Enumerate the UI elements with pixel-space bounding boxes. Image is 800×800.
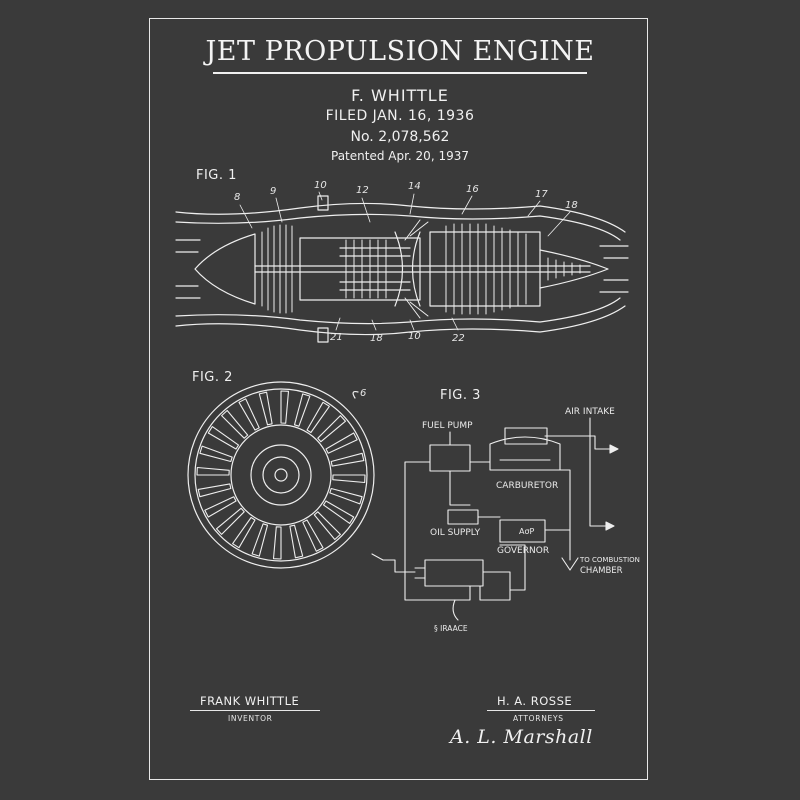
fig2-vane <box>272 526 282 560</box>
inventor-heading: F. WHITTLE <box>351 86 449 105</box>
fig1-callout: 18 <box>565 200 578 211</box>
fuel-pump-label: FUEL PUMP <box>422 421 473 431</box>
fig1-callout: 17 <box>535 189 548 200</box>
handwritten-signature: A. L. Marshall <box>450 726 593 748</box>
fig1-callout: 16 <box>466 184 479 195</box>
fig2-vane <box>280 390 290 424</box>
fig1-callout: 21 <box>330 332 343 343</box>
fig2-vane <box>329 487 363 505</box>
fig2-vane <box>317 415 347 443</box>
fig2-vane <box>258 391 273 426</box>
fig2-vane <box>232 516 256 549</box>
filed-date: FILED JAN. 16, 1936 <box>325 108 475 124</box>
chamber-label: CHAMBER <box>580 566 623 576</box>
fig1-callout: 14 <box>408 181 421 192</box>
fig1-engine-drawing <box>175 195 629 343</box>
fig2-vane <box>204 496 237 518</box>
fig2-callout: 6 <box>360 388 367 399</box>
fig2-vane <box>330 452 365 467</box>
governor-label: GOVERNOR <box>497 546 550 556</box>
fig2-vane <box>221 409 249 439</box>
fig1-leaders <box>239 191 571 331</box>
fig3-schematic <box>371 417 619 621</box>
fig1-blade-lines <box>261 219 581 319</box>
inventor-signature-line <box>190 710 320 711</box>
fig1-callout: 10 <box>314 180 327 191</box>
fig1-callout: 10 <box>408 331 421 342</box>
patented-date: Patented Apr. 20, 1937 <box>331 149 469 163</box>
fig2-vane <box>197 483 232 498</box>
fig2-vanes <box>196 390 366 560</box>
fig1-label: FIG. 1 <box>196 168 237 183</box>
fig2-vane <box>251 523 269 557</box>
fig2-vane <box>238 398 260 431</box>
fig2-vane <box>302 519 324 552</box>
fig2-vane <box>306 401 330 434</box>
fig1-callout: 22 <box>452 333 465 344</box>
patent-number: No. 2,078,562 <box>350 129 450 145</box>
fig2-vane <box>207 426 240 450</box>
to-combustion-label: TO COMBUSTION <box>580 556 640 564</box>
fig2-vane <box>325 432 358 454</box>
fig2-vane <box>215 507 245 535</box>
fig1-callout: 18 <box>370 333 383 344</box>
fig1-callout: 8 <box>234 192 241 203</box>
fig2-vane <box>289 524 304 559</box>
fig2-vane <box>199 445 233 463</box>
inventor-role: INVENTOR <box>228 714 273 723</box>
attorney-signature-name: H. A. ROSSE <box>497 694 573 708</box>
fig1-callout: 12 <box>356 185 369 196</box>
fig2-vane <box>293 393 311 427</box>
air-intake-label: AIR INTAKE <box>565 407 615 417</box>
fig2-compressor-drawing <box>187 381 375 569</box>
carburetor-label: CARBURETOR <box>496 481 559 491</box>
inventor-signature-name: FRANK WHITTLE <box>200 694 300 708</box>
fig2-vane <box>322 500 355 524</box>
fig3-label: FIG. 3 <box>440 388 481 403</box>
fig2-vane <box>196 466 230 476</box>
title-underline <box>213 72 587 74</box>
fig2-label: FIG. 2 <box>192 370 233 385</box>
patent-border-frame <box>149 18 648 780</box>
grease-label: § IRAACE <box>434 624 468 633</box>
patent-title: JET PROPULSION ENGINE <box>205 36 595 67</box>
oil-supply-label: OIL SUPPLY <box>430 528 481 538</box>
fig2-vane <box>313 511 341 541</box>
fig1-callout: 9 <box>270 186 277 197</box>
governor-badge: AσP <box>519 527 535 536</box>
attorney-role: ATTORNEYS <box>513 714 564 723</box>
attorney-signature-line <box>487 710 595 711</box>
fig2-vane <box>332 474 366 484</box>
